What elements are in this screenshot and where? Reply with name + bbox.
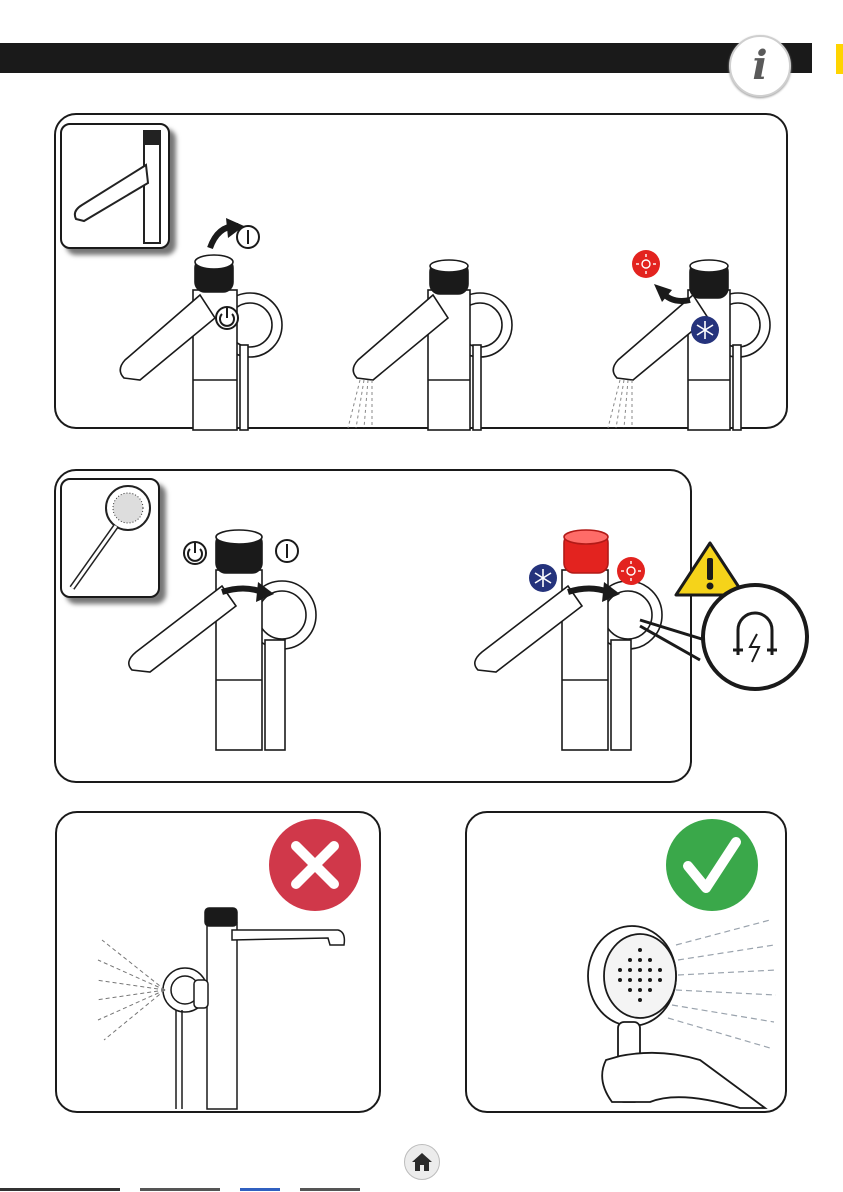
footer-strip (0, 1186, 400, 1192)
correct-spray (668, 920, 776, 1048)
checkmark-icon (666, 819, 758, 911)
home-icon (411, 1151, 433, 1173)
home-button[interactable] (404, 1144, 440, 1180)
handshower-in-hand (588, 926, 765, 1108)
